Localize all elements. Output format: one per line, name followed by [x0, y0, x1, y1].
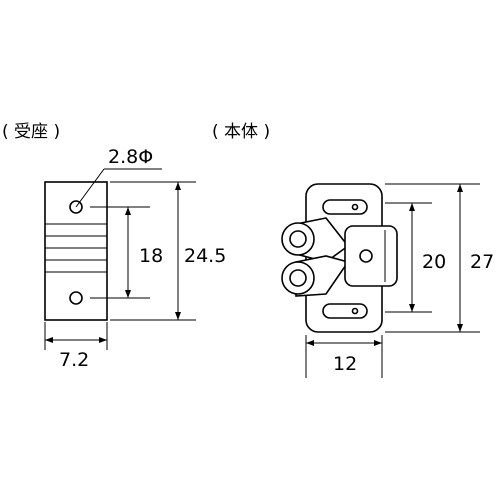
catch-roller-top-hub: [289, 230, 307, 248]
dimension-catch-width: [305, 335, 383, 378]
caption-strike-plate: ( 受座 ): [2, 122, 60, 142]
dimension-catch-height: [385, 183, 480, 333]
dimension-strike-plate-width: [44, 322, 108, 350]
slot-pitch-label: 20: [422, 251, 446, 273]
dimension-strike-plate-height: [110, 181, 196, 321]
dimension-slot-pitch: [385, 202, 432, 313]
catch-body: [281, 183, 398, 333]
catch-center-screw: [359, 249, 373, 263]
catch-width-label: 12: [333, 353, 357, 375]
strike-plate-hole-bottom: [69, 291, 83, 305]
dimension-hole-pitch: [90, 206, 150, 299]
hole-diameter-leader: [75, 168, 162, 208]
catch-slot-screw-bottom: [351, 307, 359, 315]
strike-plate: [44, 181, 108, 321]
hole-pitch-label: 18: [139, 245, 163, 267]
strike-plate-height-label: 24.5: [184, 245, 226, 267]
catch-height-label: 27: [470, 251, 494, 273]
catch-slot-screw-top: [351, 203, 359, 211]
catch-slot-bottom: [322, 303, 368, 319]
caption-main-body: ( 本体 ): [212, 122, 270, 142]
hole-diameter-label: 2.8Φ: [108, 146, 153, 168]
catch-roller-bottom-hub: [289, 269, 307, 287]
catch-slot-top: [322, 199, 368, 215]
strike-plate-width-label: 7.2: [59, 349, 89, 371]
